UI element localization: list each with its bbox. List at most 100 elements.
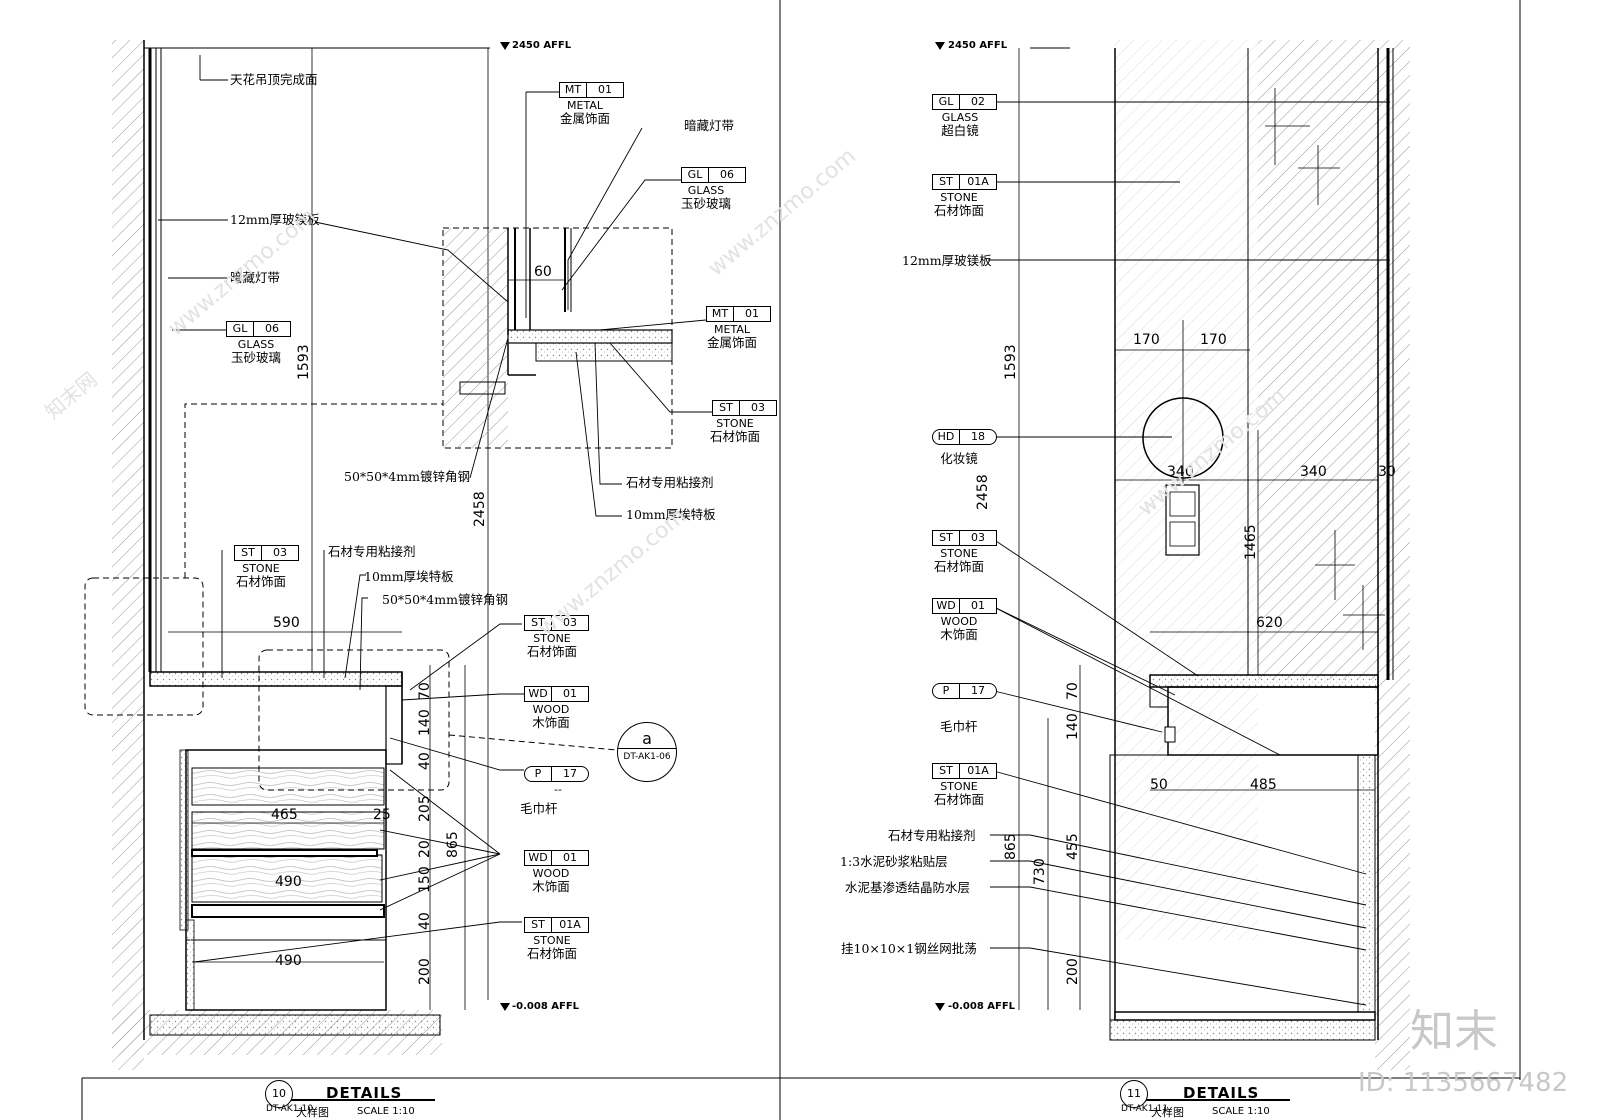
dim-50: 50 — [1150, 777, 1168, 793]
dim-170-b: 170 — [1200, 332, 1227, 348]
label-steel-angle-2: 50*50*4mm镀锌角钢 — [382, 592, 508, 607]
dim-60: 60 — [534, 264, 552, 280]
dim-340-b: 340 — [1300, 464, 1327, 480]
detail-title-11: DETAILS — [1183, 1084, 1260, 1102]
dim-865-right: 865 — [1003, 833, 1019, 860]
dim-v70-left: 70 — [417, 682, 433, 700]
dim-2458-right: 2458 — [975, 474, 991, 510]
detail-title-cn-11: 大样图 — [1151, 1106, 1184, 1119]
label-steel-angle-1: 50*50*4mm镀锌角钢 — [344, 469, 470, 484]
level-bottom-right: -0.008 AFFL — [948, 1001, 1016, 1012]
detail-title-cn-10: 大样图 — [296, 1106, 329, 1119]
dim-490-b: 490 — [275, 953, 302, 969]
label-mortar: 1:3水泥砂浆粘贴层 — [840, 854, 948, 869]
detail-number-10: 10 — [265, 1080, 293, 1108]
label-board-1: 10mm厚埃特板 — [626, 507, 716, 522]
dim-2458-left: 2458 — [472, 491, 488, 527]
dim-465: 465 — [271, 807, 298, 823]
label-towel-bar-right: 毛巾杆 — [940, 719, 978, 734]
dim-v205-left: 205 — [417, 795, 433, 822]
tag-p17-a-desc: -- — [554, 783, 562, 796]
dim-v40b-left: 40 — [417, 912, 433, 930]
label-mesh: 挂10×10×1钢丝网批荡 — [841, 941, 977, 956]
dim-490-a: 490 — [275, 874, 302, 890]
level-top-right: 2450 AFFL — [948, 40, 1008, 51]
detail-scale-10: SCALE 1:10 — [357, 1106, 415, 1117]
level-bottom-left: -0.008 AFFL — [512, 1001, 580, 1012]
label-led-strip: 暗藏灯带 — [230, 270, 281, 285]
dim-v70-right: 70 — [1065, 682, 1081, 700]
dim-620: 620 — [1256, 615, 1283, 631]
watermark-id: ID: 1135667482 — [1358, 1068, 1569, 1098]
label-adhesive-1: 石材专用粘接剂 — [626, 475, 714, 490]
dim-1465: 1465 — [1243, 524, 1259, 560]
level-top-left: 2450 AFFL — [512, 40, 572, 51]
dim-865-left: 865 — [445, 831, 461, 858]
dim-v20-left: 20 — [417, 840, 433, 858]
label-ceiling: 天花吊顶完成面 — [230, 72, 318, 87]
dim-v200-left: 200 — [417, 958, 433, 985]
dim-30: 30 — [1378, 464, 1396, 480]
dim-1593-right: 1593 — [1003, 344, 1019, 380]
label-adhesive-2: 石材专用粘接剂 — [328, 544, 416, 559]
label-led-strip-detail: 暗藏灯带 — [684, 118, 735, 133]
label-board-2: 10mm厚埃特板 — [364, 569, 454, 584]
dim-455: 455 — [1065, 833, 1081, 860]
watermark-brand: 知末 — [1410, 1006, 1498, 1057]
detail-ref-11: DT-AK1-11 — [1121, 1104, 1169, 1114]
dim-340-a: 340 — [1167, 464, 1194, 480]
label-glass-board-right: 12mm厚玻镁板 — [902, 253, 992, 268]
label-towel-bar: 毛巾杆 — [520, 801, 558, 816]
label-adhesive-right: 石材专用粘接剂 — [888, 828, 976, 843]
dim-25: 25 — [373, 807, 391, 823]
detail-title-10: DETAILS — [326, 1084, 403, 1102]
dim-730: 730 — [1032, 858, 1048, 885]
detail-scale-11: SCALE 1:10 — [1212, 1106, 1270, 1117]
label-waterproof: 水泥基渗透结晶防水层 — [845, 880, 971, 895]
dim-v140-left: 140 — [417, 709, 433, 736]
dim-v140-right: 140 — [1065, 713, 1081, 740]
detail-ref-10: DT-AK1-10 — [266, 1104, 314, 1114]
dim-170-a: 170 — [1133, 332, 1160, 348]
dim-590: 590 — [273, 615, 300, 631]
tag-hd18-desc: 化妆镜 — [940, 451, 978, 466]
label-glass-board: 12mm厚玻镁板 — [230, 212, 320, 227]
detail-number-11: 11 — [1120, 1080, 1148, 1108]
dim-v150-left: 150 — [417, 866, 433, 893]
dim-1593-left: 1593 — [296, 344, 312, 380]
dim-v40a-left: 40 — [417, 752, 433, 770]
